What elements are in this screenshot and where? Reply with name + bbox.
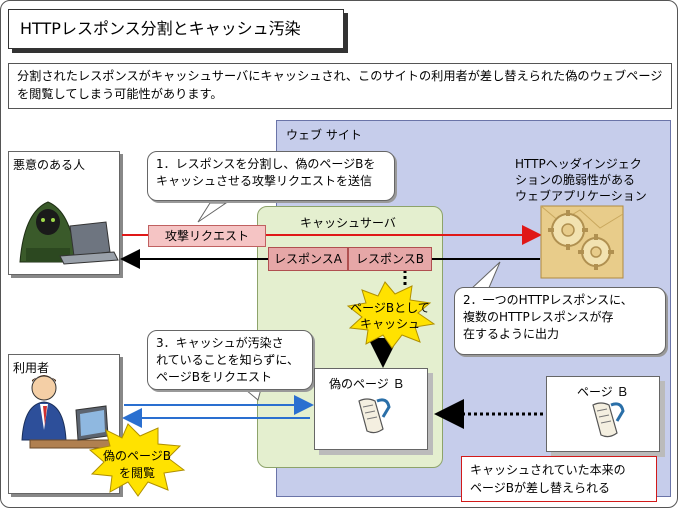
diagram-title: HTTPレスポンス分割とキャッシュ汚染 (8, 9, 344, 49)
response-a-box: レスポンスA (268, 247, 348, 271)
real-page-b-title: ページ Ｂ (577, 385, 629, 399)
callout-step1-line2: キャッシュさせる攻撃リクエストを送信 (156, 174, 373, 188)
callout-step2: 2．一つのHTTPレスポンスに、 複数のHTTPレスポンスが存 在するように出力 (454, 287, 666, 355)
vulnerable-app-label: HTTPヘッダインジェク ションの脆弱性がある ウェブアプリケーション (515, 156, 647, 204)
response-b-box: レスポンスB (348, 247, 432, 271)
callout-step1-line1: 1．レスポンスを分割し、偽のページBを (156, 157, 376, 171)
replacement-note: キャッシュされていた本来の ページBが差し替えられる (461, 456, 657, 502)
fake-page-b-card: 偽のページ Ｂ (314, 368, 428, 450)
callout-step3-line3: ページBをリクエスト (156, 370, 272, 384)
vulnerable-app-line1: HTTPヘッダインジェク (515, 157, 642, 171)
burst-view-line1: 偽のページB (103, 449, 171, 463)
replacement-note-line1: キャッシュされていた本来の (470, 463, 626, 477)
replacement-note-line2: ページBが差し替えられる (470, 481, 610, 495)
office-user-icon (21, 375, 115, 449)
fake-page-b-title: 偽のページ Ｂ (329, 377, 405, 391)
view-fake-page-burst: 偽のページB を閲覧 (88, 423, 186, 497)
real-page-b-card: ページ Ｂ (546, 376, 660, 452)
burst-cache-line1: ページBとして (350, 301, 430, 315)
website-label: ウェブ サイト (286, 128, 362, 142)
description-box: 分割されたレスポンスがキャッシュサーバにキャッシュされ、このサイトの利用者が差し… (8, 63, 672, 109)
callout-step2-line3: 在するように出力 (463, 327, 560, 341)
vulnerable-app-line3: ウェブアプリケーション (515, 189, 647, 203)
scroll-page-icon (592, 402, 625, 438)
vulnerable-app-line2: ションの脆弱性がある (515, 173, 636, 187)
attacker-label: 悪意のある人 (13, 158, 86, 172)
cache-as-page-b-burst: ページBとして キャッシュ (346, 281, 436, 349)
laptop-icon (59, 221, 119, 265)
callout-step2-line1: 2．一つのHTTPレスポンスに、 (463, 293, 633, 307)
callout2-tail (468, 261, 501, 291)
burst-cache-line2: キャッシュ (360, 317, 420, 331)
burst-view-line2: を閲覧 (119, 466, 155, 480)
attack-request-label: 攻撃リクエスト (148, 225, 266, 247)
user-label: 利用者 (13, 361, 50, 375)
cache-server-label: キャッシュサーバ (300, 216, 396, 230)
callout-step3-line1: 3．キャッシュが汚染さ (156, 336, 284, 350)
callout-step3: 3．キャッシュが汚染さ れていることを知らずに、 ページBをリクエスト (147, 330, 313, 390)
callout1-tail (197, 202, 228, 223)
scroll-page-icon (358, 398, 391, 434)
callout-step3-line2: れていることを知らずに、 (156, 353, 300, 367)
hooded-attacker-icon (19, 201, 77, 263)
callout-step1: 1．レスポンスを分割し、偽のページBを キャッシュさせる攻撃リクエストを送信 (147, 151, 395, 201)
gear-icon (540, 205, 624, 279)
callout-step2-line2: 複数のHTTPレスポンスが存 (463, 310, 614, 324)
